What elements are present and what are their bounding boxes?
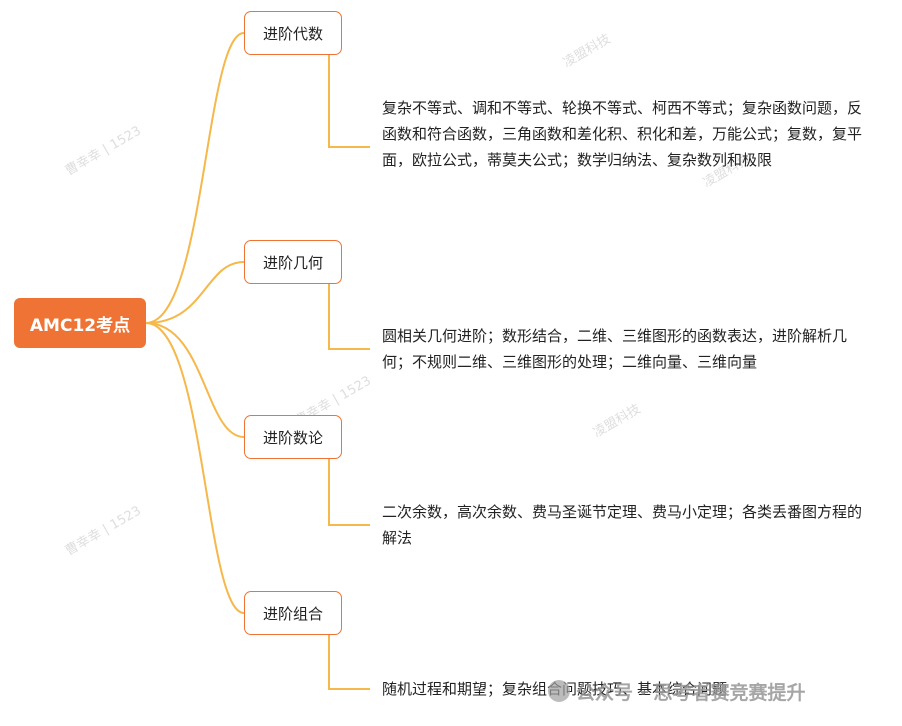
footer-watermark-text: 公众号 · 思考者赛竞赛提升 <box>576 681 806 704</box>
root-to-branch-4-connector <box>145 322 245 614</box>
root-to-branch-3-connector <box>145 322 245 438</box>
branch-node-advanced-number-theory[interactable]: 进阶数论 <box>244 415 342 459</box>
branch-1-to-detail-connector <box>328 55 370 148</box>
root-to-branch-1-connector <box>145 32 245 324</box>
branch-node-advanced-geometry[interactable]: 进阶几何 <box>244 240 342 284</box>
branch-node-advanced-algebra[interactable]: 进阶代数 <box>244 11 342 55</box>
wechat-icon <box>548 680 570 702</box>
branch-4-to-detail-connector <box>328 635 370 690</box>
detail-advanced-number-theory: 二次余数，高次余数、费马圣诞节定理、费马小定理；各类丢番图方程的解法 <box>382 503 863 547</box>
branch-3-to-detail-connector <box>328 459 370 526</box>
branch-node-advanced-combinatorics[interactable]: 进阶组合 <box>244 591 342 635</box>
detail-advanced-algebra: 复杂不等式、调和不等式、轮换不等式、柯西不等式；复杂函数问题，反函数和符合函数，… <box>382 99 863 169</box>
root-to-branch-2-connector <box>145 261 245 324</box>
branch-2-to-detail-connector <box>328 284 370 350</box>
detail-advanced-geometry: 圆相关几何进阶；数形结合，二维、三维图形的函数表达，进阶解析几何；不规则二维、三… <box>382 327 848 371</box>
footer-watermark: 公众号 · 思考者赛竞赛提升 <box>548 676 805 706</box>
root-node[interactable]: AMC12考点 <box>14 298 146 348</box>
